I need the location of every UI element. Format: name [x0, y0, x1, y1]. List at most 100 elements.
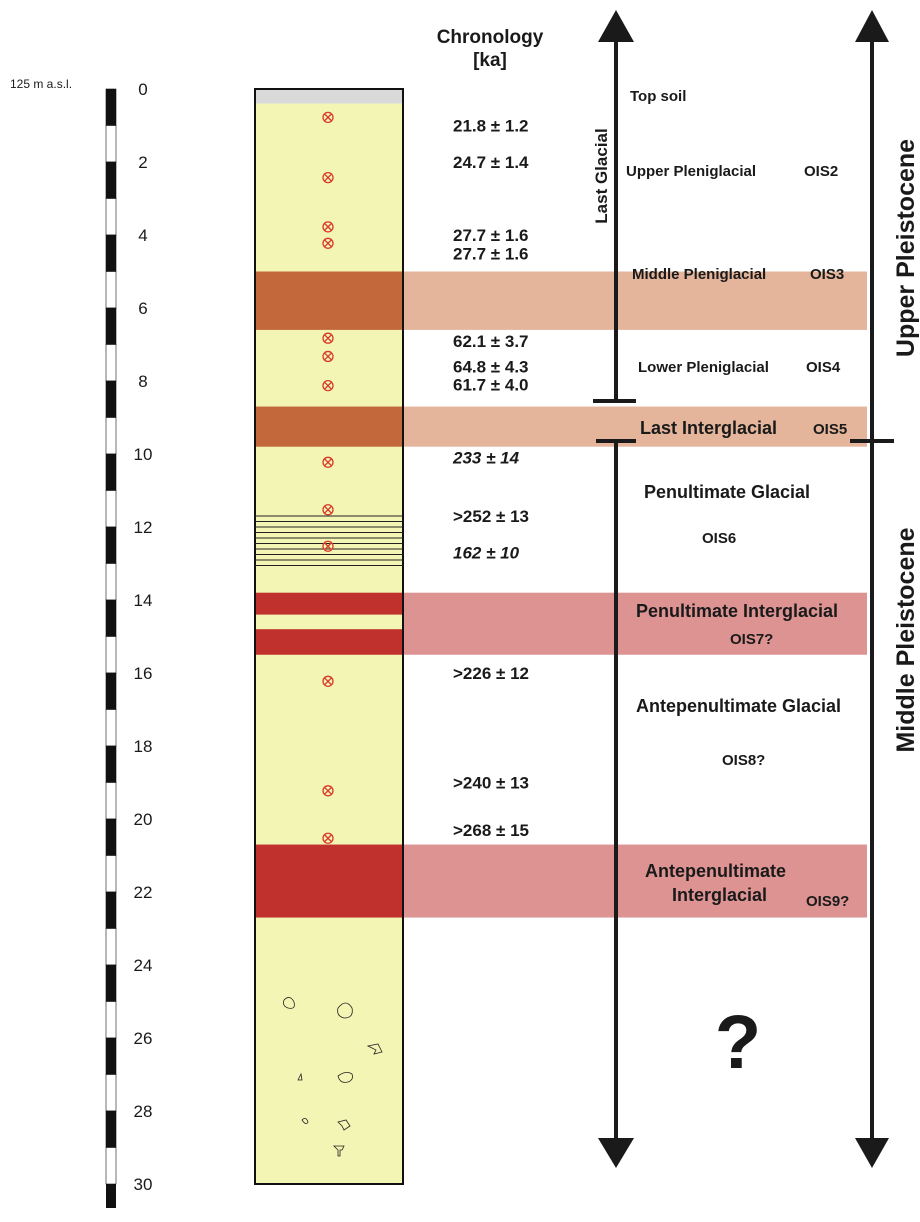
scale-segment [105, 891, 117, 929]
scale-segment [105, 745, 117, 783]
label-antepenultimate: Antepenultimate [645, 861, 786, 881]
last-glacial-label: Last Glacial [592, 128, 611, 223]
stage-band [403, 592, 867, 655]
upper-pleistocene-label: Upper Pleistocene [892, 139, 920, 357]
depth-tick-label: 4 [138, 226, 147, 245]
unknown-question-mark: ? [715, 1000, 761, 1085]
scale-segment [105, 198, 117, 236]
depth-tick-label: 12 [134, 518, 153, 537]
depth-tick-label: 22 [134, 883, 153, 902]
layer-palaeosol-ois3 [255, 271, 403, 330]
age-label: 233 ± 14 [452, 449, 520, 468]
scale-segment [105, 563, 117, 601]
last-glacial-arrow [593, 10, 636, 403]
depth-tick-label: 30 [134, 1175, 153, 1194]
scale-segment [105, 636, 117, 674]
depth-scale-bar [105, 88, 117, 1208]
depth-tick-label: 6 [138, 299, 147, 318]
gravel-clasts [283, 997, 383, 1157]
label-penultimate-interglacial: Penultimate Interglacial [636, 601, 838, 621]
sample-marker [322, 237, 334, 249]
scale-segment [105, 161, 117, 199]
age-labels: 21.8 ± 1.224.7 ± 1.427.7 ± 1.627.7 ± 1.6… [452, 117, 529, 840]
scale-segment [105, 599, 117, 637]
scale-segment [105, 490, 117, 528]
depth-tick-label: 10 [134, 445, 153, 464]
stage-band [403, 271, 867, 330]
label-ois2: OIS2 [804, 163, 838, 180]
climate-stage-bands [403, 271, 867, 918]
layer-palaeosol-ois7-a [255, 592, 403, 615]
age-label: >226 ± 12 [453, 664, 529, 683]
scale-segment [105, 526, 117, 564]
depth-tick-label: 2 [138, 153, 147, 172]
middle-pleistocene-left-arrow [596, 439, 636, 1168]
age-label: >240 ± 13 [453, 774, 529, 793]
layer-top-soil [255, 89, 403, 104]
depth-tick-label: 18 [134, 737, 153, 756]
scale-segment [105, 234, 117, 272]
chronology-header: Chronology [437, 27, 544, 48]
label-top-soil: Top soil [630, 88, 686, 105]
label-ois4: OIS4 [806, 359, 841, 376]
layer-palaeosol-ois5 [255, 406, 403, 447]
sample-marker [322, 456, 334, 468]
depth-tick-label: 14 [134, 591, 153, 610]
scale-segment [105, 1037, 117, 1075]
label-ois7: OIS7? [730, 631, 773, 648]
scale-segment [105, 417, 117, 455]
label-interglacial: Interglacial [672, 885, 767, 905]
pleistocene-main-arrow [850, 10, 894, 1168]
label-penultimate-glacial: Penultimate Glacial [644, 482, 810, 502]
sample-marker [322, 111, 334, 124]
sample-marker [322, 785, 334, 797]
depth-tick-label: 0 [138, 80, 147, 99]
scale-segment [105, 125, 117, 163]
depth-tick-label: 28 [134, 1102, 153, 1121]
scale-segment [106, 1184, 116, 1208]
label-ois5: OIS5 [813, 421, 847, 438]
stage-band [403, 844, 867, 918]
scale-segment [105, 782, 117, 820]
scale-segment [105, 709, 117, 747]
age-label: 61.7 ± 4.0 [453, 376, 529, 395]
scale-segment [105, 1147, 117, 1185]
label-antepenultimate-glacial: Antepenultimate Glacial [636, 696, 841, 716]
label-ois8: OIS8? [722, 752, 765, 769]
sample-marker [322, 504, 334, 516]
layer-palaeosol-ois7-b [255, 629, 403, 655]
label-middle-pleniglacial: Middle Pleniglacial [632, 266, 766, 283]
age-label: 27.7 ± 1.6 [453, 226, 529, 245]
age-label: 27.7 ± 1.6 [453, 244, 529, 263]
scale-segment [105, 672, 117, 710]
elevation-label: 125 m a.s.l. [10, 77, 72, 91]
chronology-unit: [ka] [473, 50, 507, 71]
sample-marker [322, 675, 334, 687]
scale-segment [105, 307, 117, 345]
depth-tick-label: 20 [134, 810, 153, 829]
label-ois3: OIS3 [810, 266, 844, 283]
laminated-layers [255, 515, 403, 567]
age-label: >268 ± 15 [453, 821, 529, 840]
scale-segment [105, 928, 117, 966]
depth-tick-label: 24 [134, 956, 153, 975]
middle-pleistocene-label: Middle Pleistocene [892, 527, 920, 752]
label-ois9: OIS9? [806, 893, 849, 910]
scale-segment [105, 453, 117, 491]
sample-marker [322, 171, 334, 184]
age-label: >252 ± 13 [453, 507, 529, 526]
depth-tick-label: 8 [138, 372, 147, 391]
scale-segment [105, 344, 117, 382]
scale-segment [105, 88, 117, 126]
age-label: 24.7 ± 1.4 [453, 153, 529, 172]
scale-segment [105, 855, 117, 893]
sample-marker [322, 221, 334, 233]
scale-segment [105, 380, 117, 418]
sample-marker [322, 540, 334, 552]
sample-marker [322, 332, 334, 344]
sample-marker [322, 832, 334, 844]
scale-segment [105, 1074, 117, 1112]
scale-segment [105, 1001, 117, 1039]
